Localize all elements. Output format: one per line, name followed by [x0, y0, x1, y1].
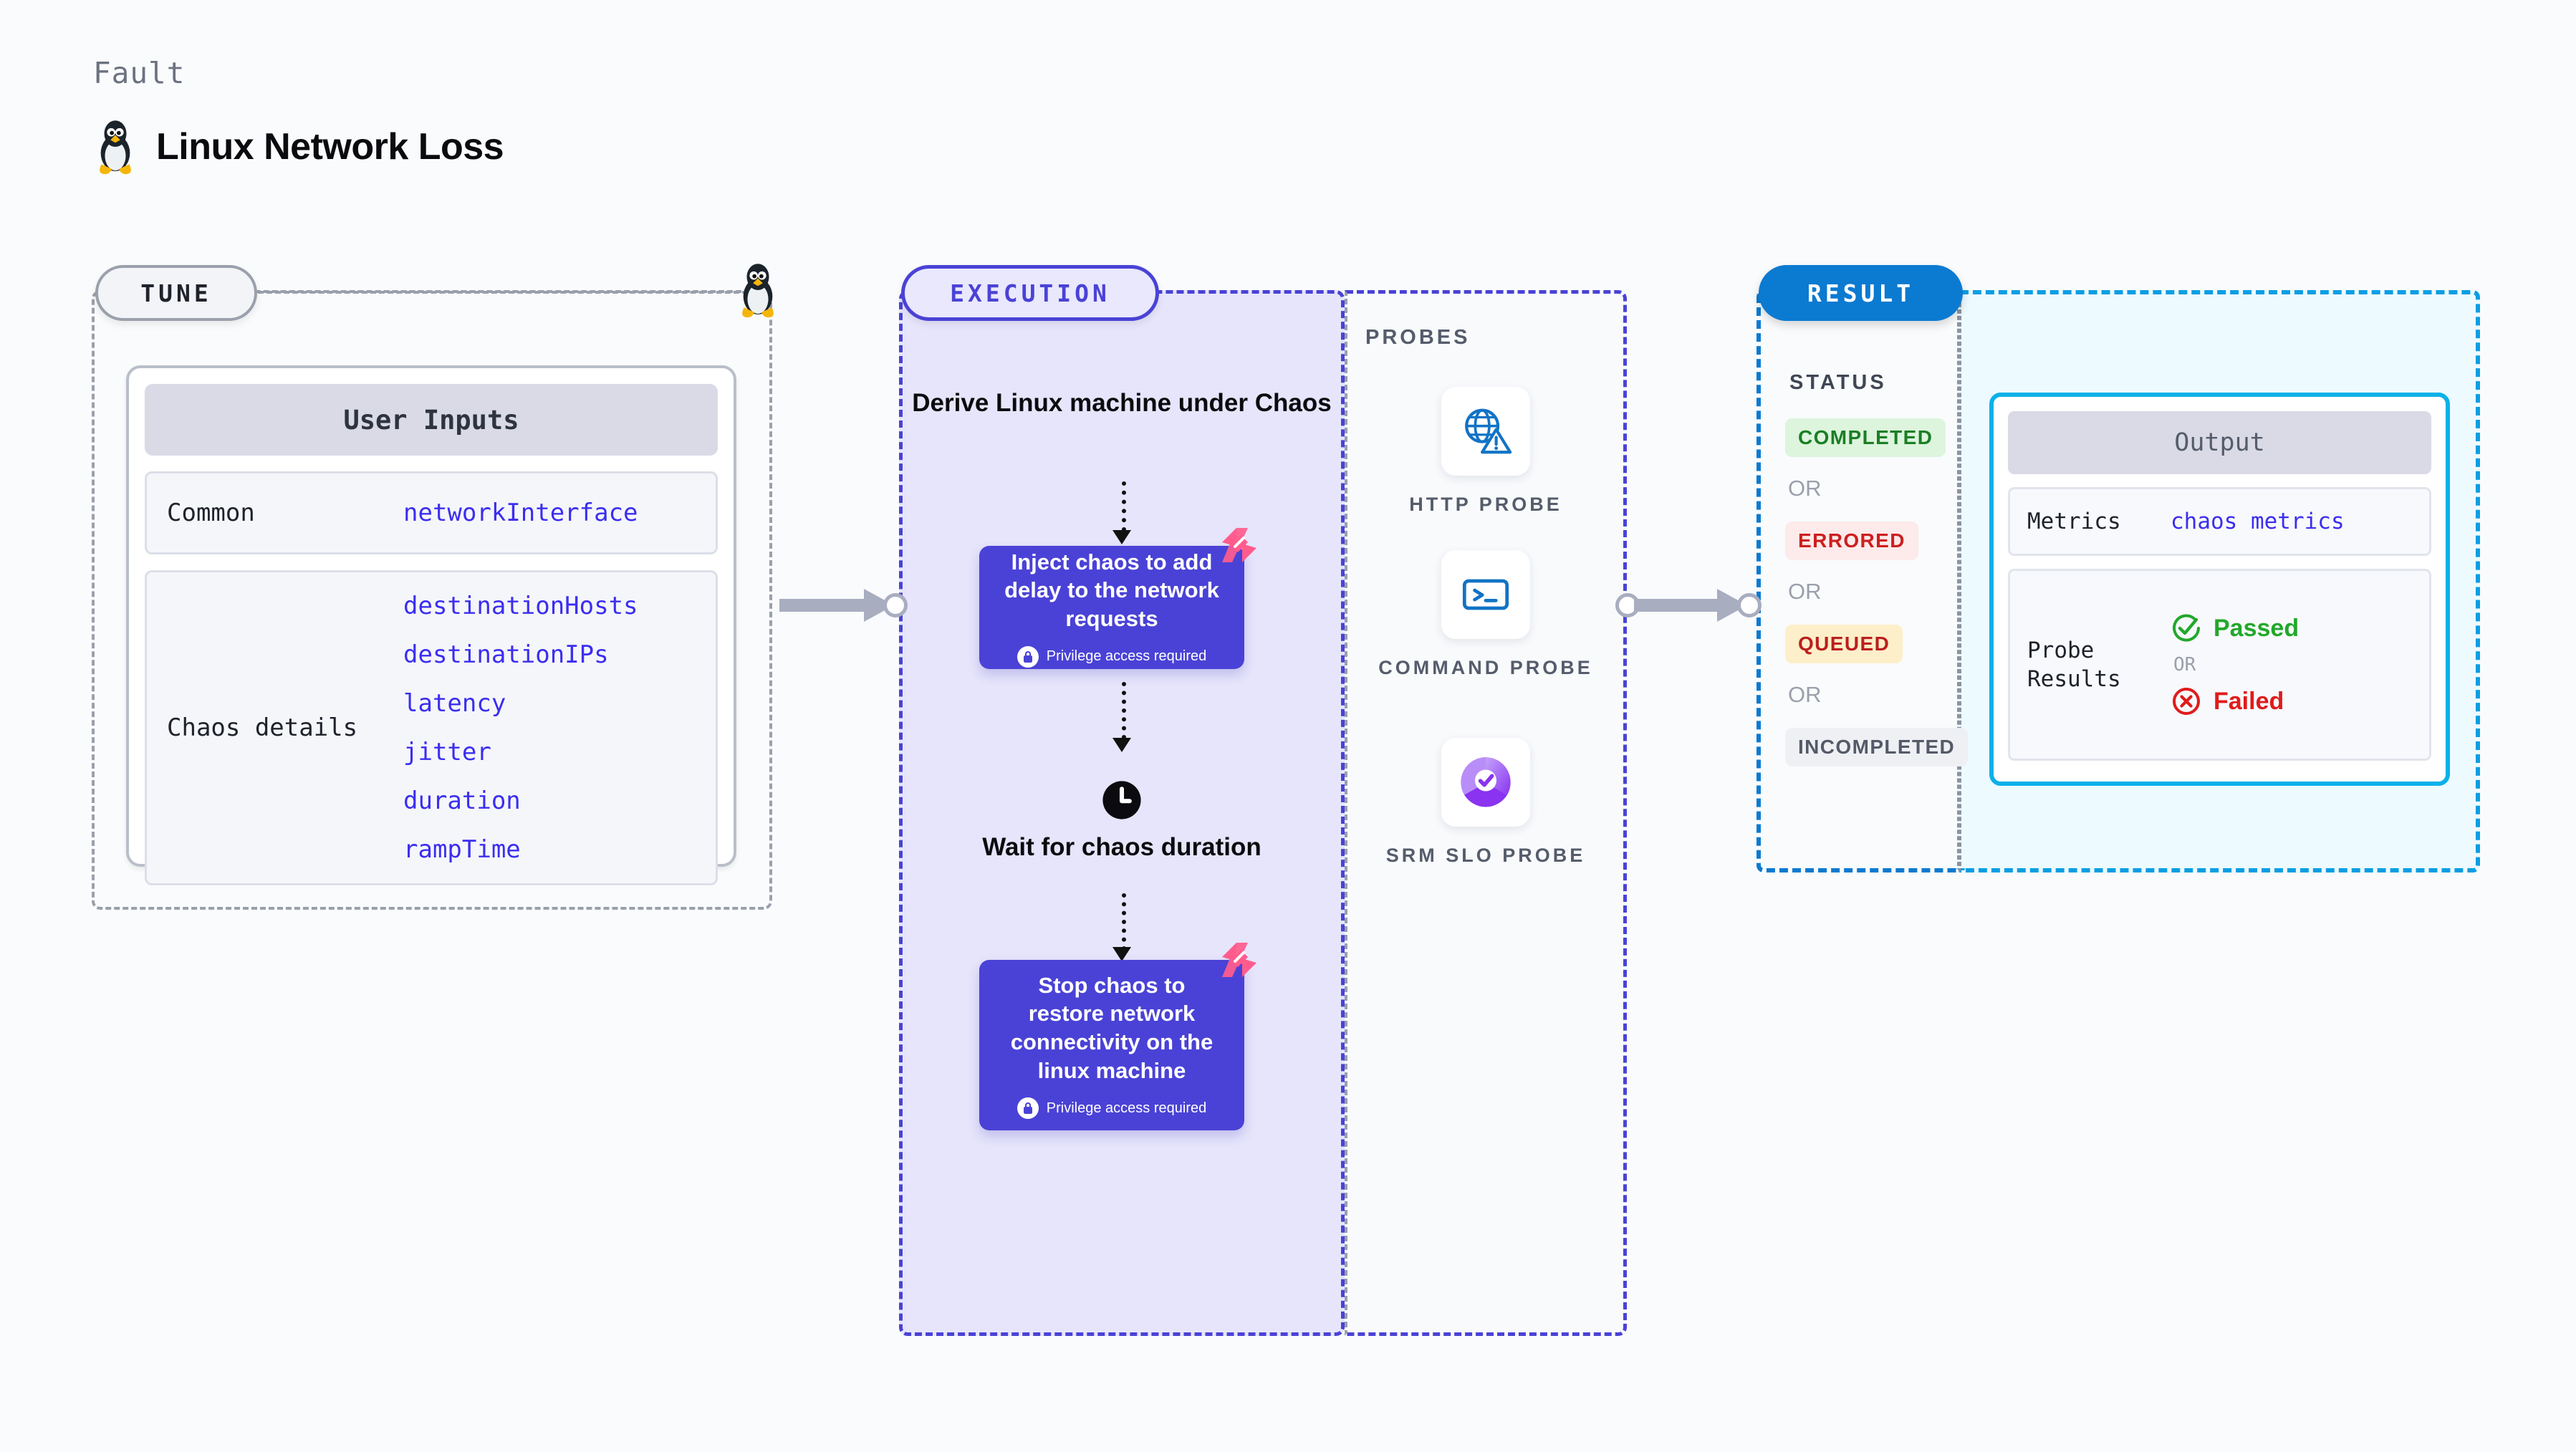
tune-section-pill[interactable]: TUNE [95, 265, 257, 321]
probe-item-command[interactable]: COMMAND PROBE [1345, 550, 1627, 681]
input-row-chaos-details: Chaos details destinationHosts destinati… [145, 570, 718, 885]
probe-label: COMMAND PROBE [1378, 657, 1593, 678]
harness-logo-icon [1222, 528, 1256, 562]
linux-tux-corner-icon [742, 264, 774, 318]
input-row-common: Common networkInterface [145, 471, 718, 554]
flow-connector-3 [1122, 893, 1126, 951]
clock-icon [1102, 781, 1141, 819]
execution-card-inject-chaos[interactable]: Inject chaos to add delay to the network… [979, 546, 1244, 669]
connector-line [779, 599, 873, 612]
output-row-value[interactable]: chaos metrics [2171, 509, 2345, 534]
execution-card-text: Stop chaos to restore network connectivi… [1010, 972, 1213, 1083]
probe-result-passed: Passed [2171, 612, 2299, 644]
output-card-title: Output [2008, 411, 2431, 474]
tune-leader-line [258, 291, 748, 294]
check-circle-icon [2173, 614, 2200, 642]
flow-connector-1 [1122, 481, 1126, 532]
output-row-metrics: Metrics chaos metrics [2008, 487, 2431, 556]
harness-logo-icon [1222, 943, 1256, 977]
input-value[interactable]: destinationIPs [403, 640, 609, 669]
slo-donut-check-icon [1461, 757, 1511, 807]
probes-heading: PROBES [1365, 326, 1471, 349]
x-circle-icon [2173, 688, 2200, 715]
user-inputs-title: User Inputs [145, 384, 718, 456]
probe-result-options: Passed OR Failed [2171, 612, 2299, 717]
privilege-text: Privilege access required [1046, 1100, 1207, 1116]
input-row-values: destinationHosts destinationIPs latency … [403, 592, 638, 864]
probe-tile [1441, 387, 1530, 476]
output-row-label: Metrics [2027, 508, 2121, 534]
probe-item-srm-slo[interactable]: SRM SLO PROBE [1345, 738, 1627, 868]
flow-connector-2 [1122, 682, 1126, 739]
status-badge: COMPLETED [1785, 418, 1946, 457]
privilege-text: Privilege access required [1046, 648, 1207, 665]
input-row-label: Chaos details [167, 713, 358, 742]
connector-tune-to-execution [772, 589, 915, 622]
flow-arrowhead-3 [1112, 947, 1131, 961]
input-value[interactable]: jitter [403, 738, 491, 766]
output-card: Output Metrics chaos metrics Probe Resul… [1989, 393, 2450, 786]
probe-label: HTTP PROBE [1409, 494, 1562, 515]
connector-endpoint [1737, 593, 1762, 617]
or-separator: OR [1788, 476, 1822, 501]
lock-icon [1017, 1097, 1039, 1120]
page-kicker: Fault [93, 56, 186, 90]
execution-step-1-title: Derive Linux machine under Chaos [912, 389, 1332, 417]
input-value[interactable]: destinationHosts [403, 592, 638, 620]
result-section-pill[interactable]: RESULT [1759, 265, 1963, 321]
input-row-label: Common [167, 498, 255, 527]
status-badge: INCOMPLETED [1785, 728, 1969, 766]
connector-line [1634, 599, 1727, 612]
privilege-notice: Privilege access required [1017, 645, 1207, 668]
execution-card-stop-chaos[interactable]: Stop chaos to restore network connectivi… [979, 960, 1244, 1130]
input-value[interactable]: networkInterface [403, 499, 638, 527]
terminal-icon [1462, 579, 1509, 610]
connector-endpoint [883, 593, 908, 617]
probe-item-http[interactable]: HTTP PROBE [1345, 387, 1627, 517]
flow-arrowhead-1 [1112, 530, 1131, 544]
execution-step-2-title: Wait for chaos duration [982, 833, 1261, 861]
probe-result-failed: Failed [2171, 686, 2299, 717]
probe-result-label: Failed [2214, 687, 2284, 715]
lock-icon [1017, 645, 1039, 668]
flow-arrowhead-2 [1112, 738, 1131, 752]
or-separator: OR [1788, 682, 1822, 707]
output-row-probe-results: Probe Results Passed OR Failed [2008, 569, 2431, 761]
user-inputs-card: User Inputs Common networkInterface Chao… [126, 365, 736, 885]
probe-tile [1441, 738, 1530, 827]
connector-probes-to-result [1615, 589, 1769, 622]
input-value[interactable]: rampTime [403, 835, 521, 864]
input-value[interactable]: latency [403, 689, 506, 718]
probe-result-label: Passed [2214, 614, 2299, 642]
or-separator: OR [2173, 654, 2196, 675]
execution-section-pill[interactable]: EXECUTION [901, 265, 1159, 321]
probe-label: SRM SLO PROBE [1385, 845, 1586, 866]
status-badge: QUEUED [1785, 625, 1903, 663]
page-title-row: Linux Network Loss [93, 118, 504, 176]
linux-tux-icon [100, 120, 131, 175]
input-row-values: networkInterface [403, 499, 638, 527]
output-row-label: Probe Results [2027, 637, 2121, 692]
status-heading: STATUS [1789, 371, 1887, 394]
page-title: Linux Network Loss [156, 126, 504, 168]
status-badge: ERRORED [1785, 521, 1918, 560]
or-separator: OR [1788, 579, 1822, 604]
probe-tile [1441, 550, 1530, 639]
execution-card-text: Inject chaos to add delay to the network… [1004, 549, 1219, 631]
privilege-notice: Privilege access required [1017, 1097, 1207, 1120]
input-value[interactable]: duration [403, 787, 521, 815]
globe-warning-icon [1465, 408, 1512, 454]
